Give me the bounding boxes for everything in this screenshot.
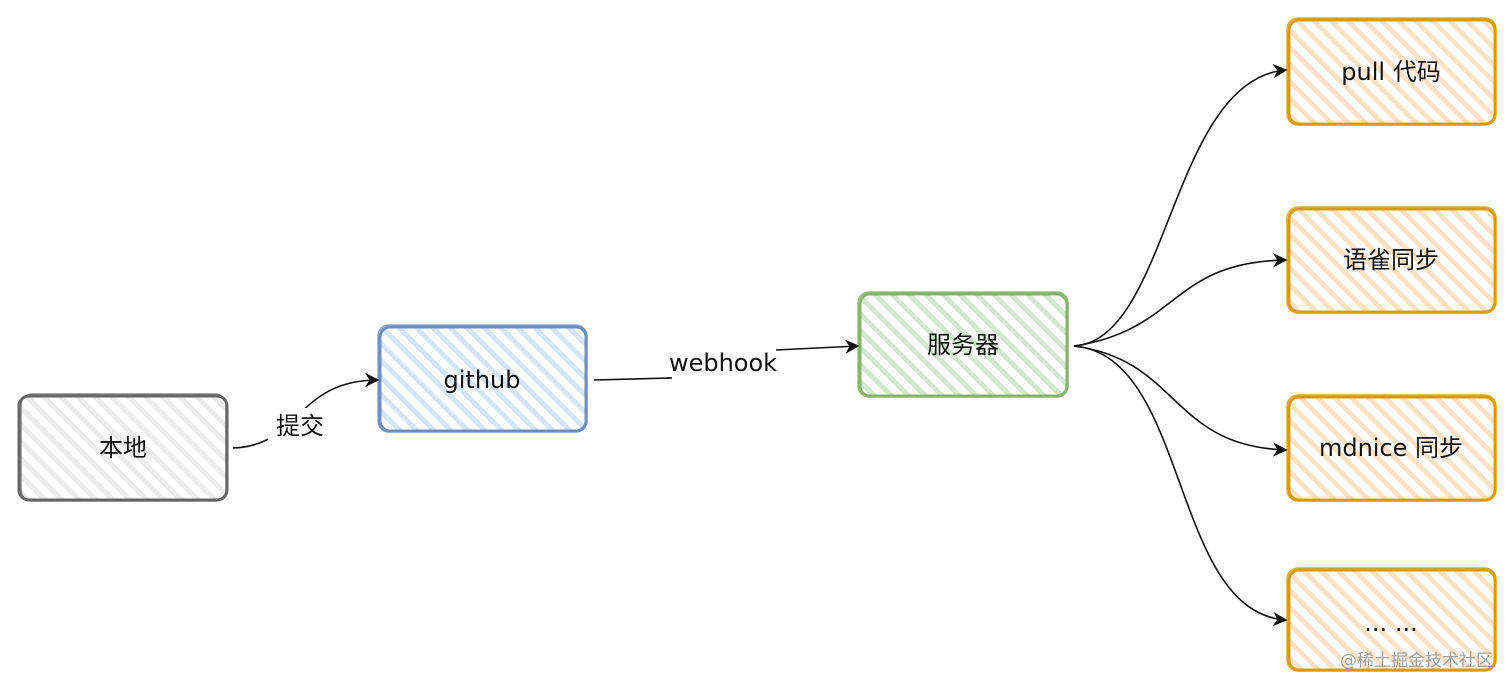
node-github: github	[377, 324, 588, 433]
node-yuque-sync: 语雀同步	[1286, 206, 1497, 314]
node-local: 本地	[17, 393, 229, 502]
edge-server-to-more	[1073, 345, 1288, 627]
node-yuque-sync-label: 语雀同步	[1343, 246, 1439, 274]
node-pull-code-label: pull 代码	[1341, 58, 1440, 86]
edge-commit-label: 提交	[276, 412, 324, 440]
watermark: @稀土掘金技术社区	[1340, 651, 1493, 671]
node-more-label: ... ...	[1364, 609, 1417, 637]
node-server-label: 服务器	[927, 331, 999, 359]
edge-server-to-yuque	[1073, 253, 1288, 347]
edge-webhook-label: webhook	[669, 349, 777, 377]
node-mdnice-sync-label: mdnice 同步	[1319, 434, 1463, 462]
edge-webhook	[593, 346, 858, 381]
node-more: ... ...	[1286, 567, 1497, 672]
node-github-label: github	[444, 366, 521, 394]
edge-server-to-pull	[1073, 63, 1288, 347]
node-local-label: 本地	[99, 434, 147, 462]
node-pull-code: pull 代码	[1286, 17, 1497, 126]
node-server: 服务器	[857, 291, 1069, 398]
edge-server-to-mdnice	[1073, 345, 1288, 457]
node-mdnice-sync: mdnice 同步	[1286, 394, 1497, 502]
